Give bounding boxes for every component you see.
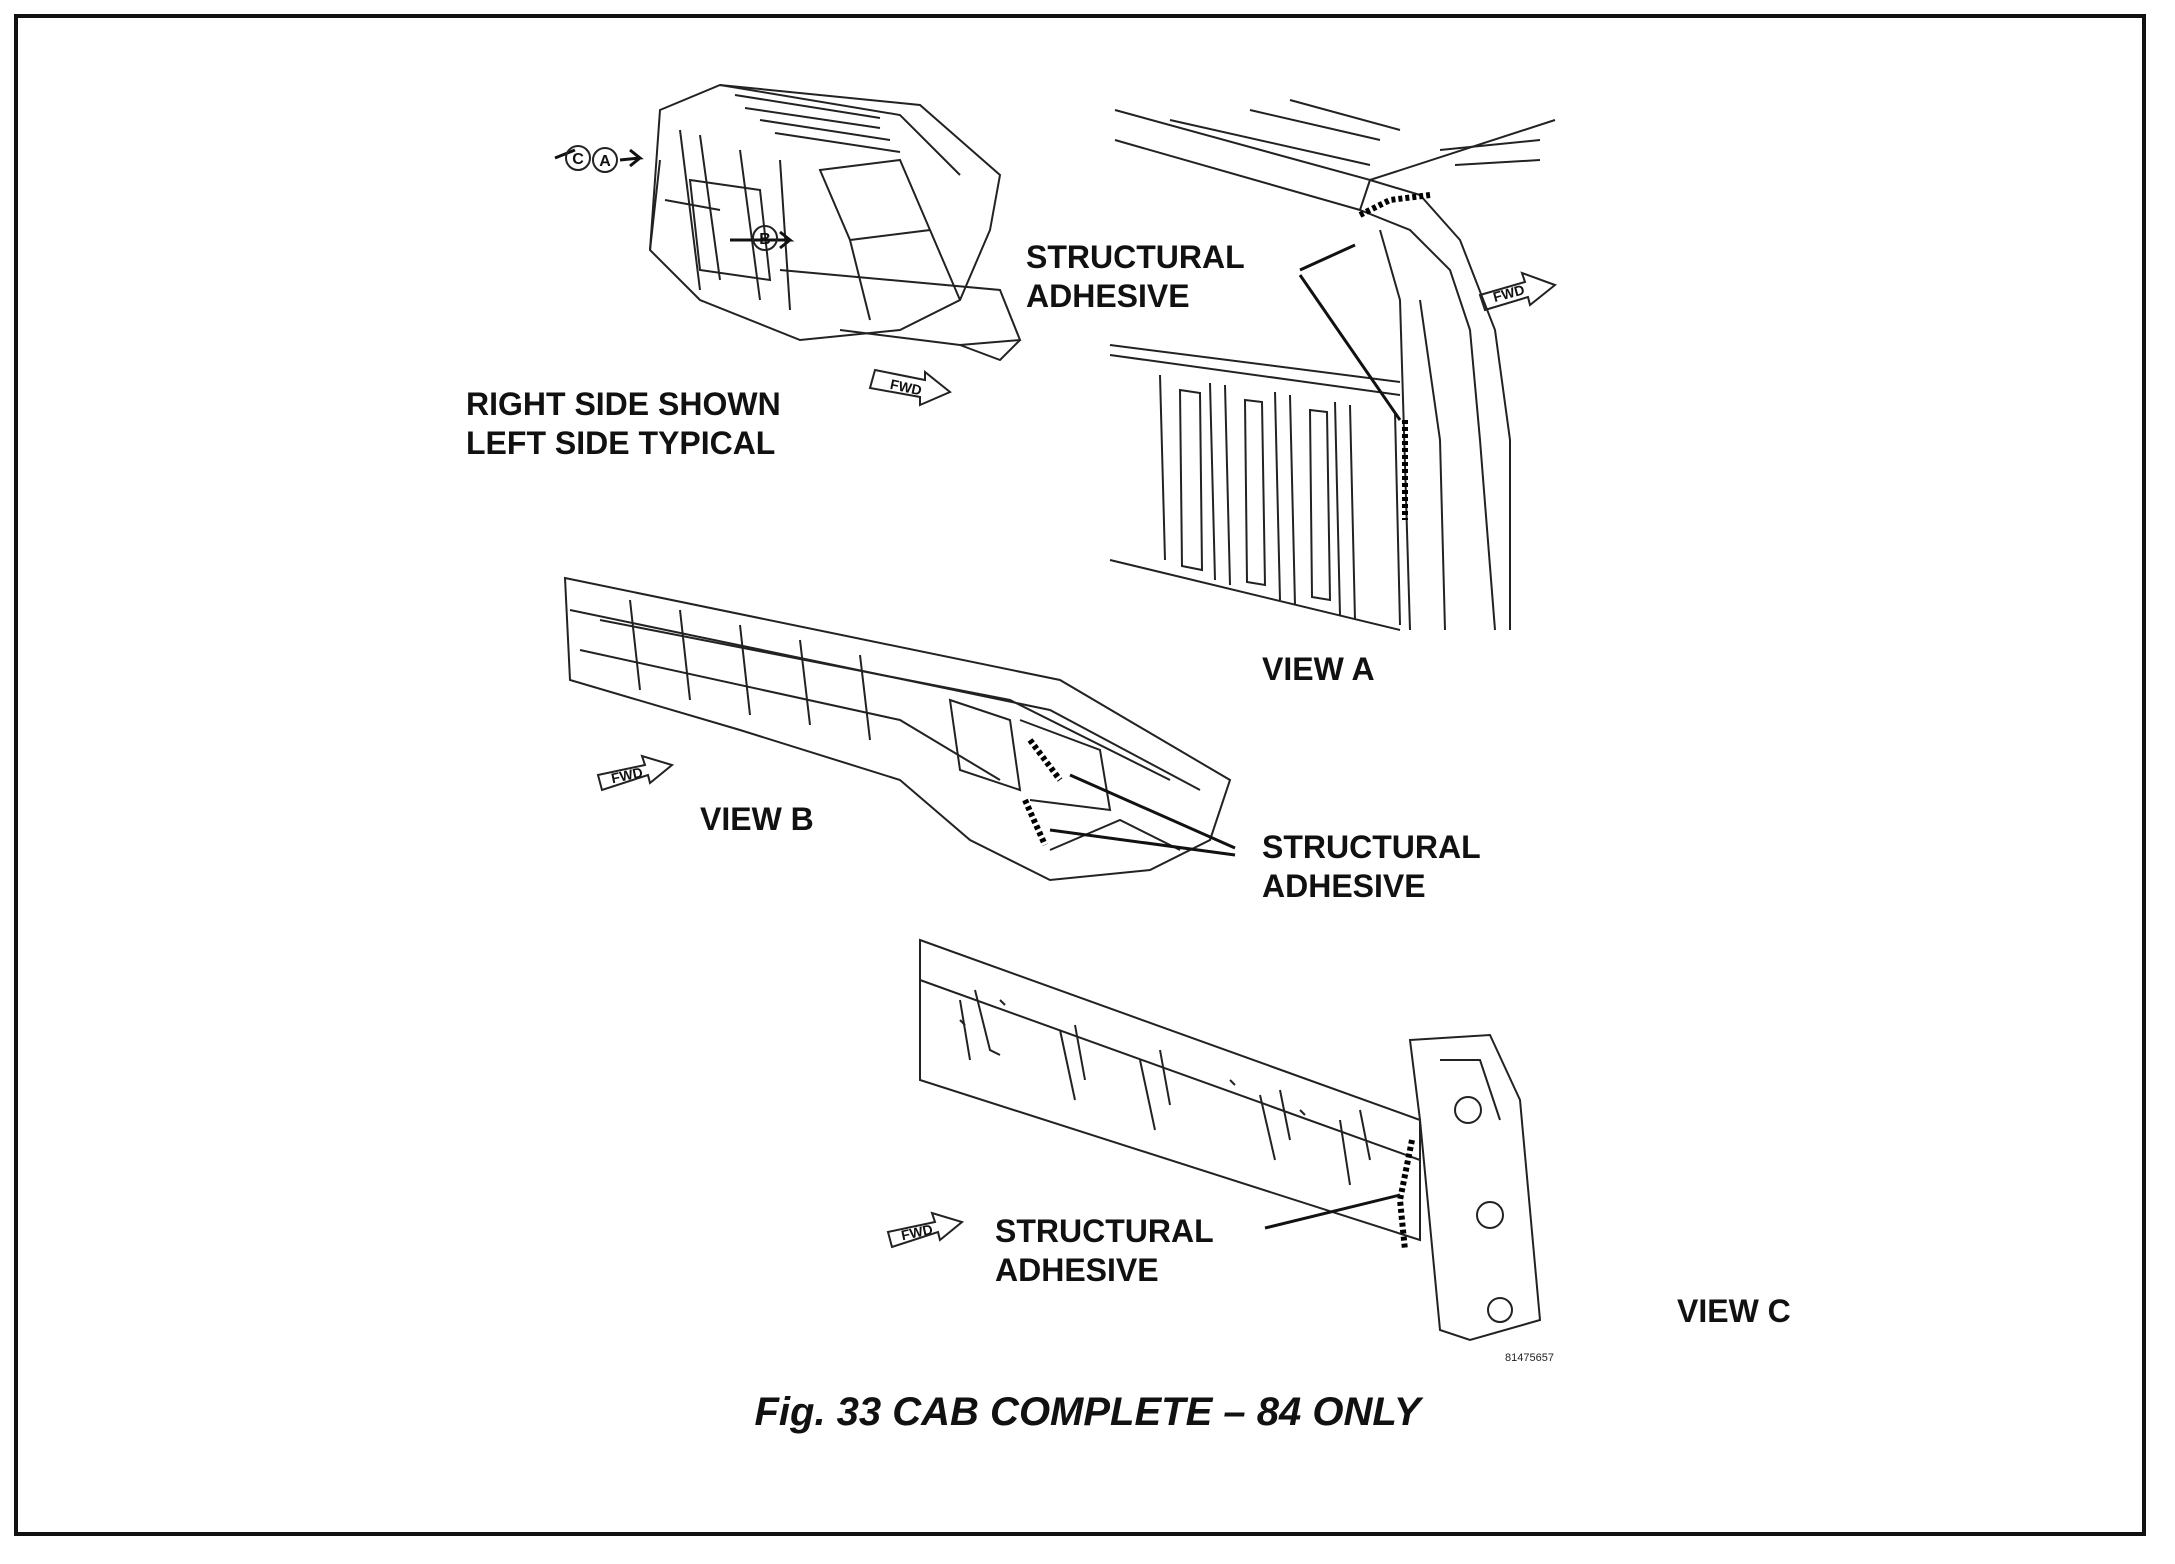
view-b-drawing [563, 576, 1232, 882]
view-c-title: VIEW C [1677, 1293, 1791, 1329]
callout-c-text: C [572, 151, 584, 168]
view-c-adhesive-bead [1396, 1139, 1415, 1251]
view-c-adhesive-label-line1: STRUCTURAL [995, 1213, 1214, 1249]
callout-c-circle [565, 145, 591, 171]
callout-b-circle [752, 225, 778, 251]
view-a-adhesive-label-line1: STRUCTURAL [1026, 239, 1245, 275]
view-callout-arrows [554, 148, 795, 250]
view-a-adhesive-label-line2: ADHESIVE [1026, 278, 1190, 314]
fwd-label-view-a: FWD [1491, 281, 1526, 305]
part-number: 81475657 [1505, 1352, 1554, 1364]
fwd-arrow-view-b-shape [596, 754, 675, 792]
view-a-leader-lines [1298, 243, 1402, 421]
fwd-arrow-view-a-shape [1478, 271, 1558, 312]
fwd-label-view-b: FWD [610, 764, 645, 786]
view-a-adhesive-bead [1358, 192, 1431, 520]
view-b-title: VIEW B [700, 801, 814, 837]
view-c-adhesive-label-line2: ADHESIVE [995, 1252, 1159, 1288]
view-c-leader-line [1264, 1193, 1401, 1230]
callout-a-circle [592, 147, 618, 173]
view-b-adhesive-label-line2: ADHESIVE [1262, 868, 1426, 904]
view-b-leader-lines [1049, 773, 1236, 857]
view-c-drawing [919, 938, 1542, 1342]
callout-b-text: B [759, 231, 771, 248]
view-a-title: VIEW A [1262, 651, 1375, 687]
overview-note-line2: LEFT SIDE TYPICAL [466, 425, 776, 461]
fwd-arrow-overview-shape [868, 368, 952, 407]
fwd-label-overview: FWD [889, 376, 924, 398]
cab-overview-drawing [648, 83, 1022, 362]
view-a-drawing [1109, 99, 1556, 631]
overview-note-line1: RIGHT SIDE SHOWN [466, 386, 781, 422]
fwd-label-view-c: FWD [900, 1221, 935, 1243]
figure-border [14, 14, 2146, 1536]
view-b-adhesive-label-line1: STRUCTURAL [1262, 829, 1481, 865]
figure-caption: Fig. 33 CAB COMPLETE – 84 ONLY [754, 1390, 1421, 1434]
callout-a-text: A [599, 153, 611, 170]
fwd-arrow-view-c-shape [886, 1211, 965, 1249]
view-b-adhesive-bead [1022, 738, 1063, 847]
